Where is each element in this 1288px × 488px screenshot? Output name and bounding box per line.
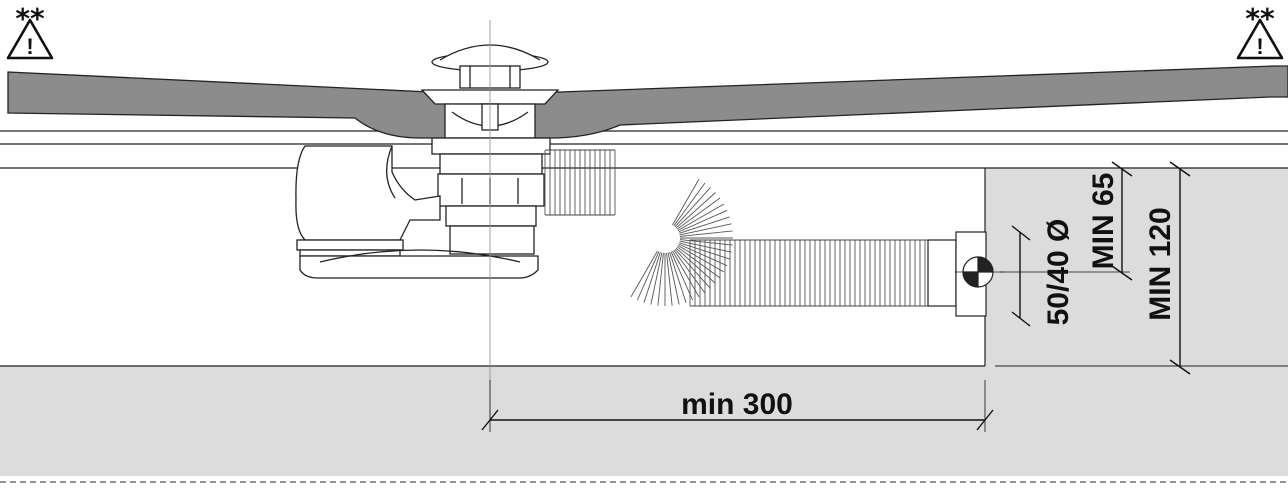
drain-thread <box>437 173 545 207</box>
floor-slab <box>0 366 1288 476</box>
warning-left: ** ! <box>6 2 54 60</box>
trap-band <box>296 239 404 251</box>
flexible-hose <box>544 149 928 307</box>
wall-block <box>985 168 1288 366</box>
dimension-min-65: MIN 65 <box>1087 173 1120 270</box>
dimension-pipe-diameter <box>1011 225 1031 327</box>
dimension-min-300: min 300 <box>681 388 793 421</box>
warning-left-mark: ! <box>26 34 33 59</box>
warning-triangle-icon <box>1236 18 1284 60</box>
drain-nut <box>431 137 551 155</box>
warning-right: ** ! <box>1236 2 1284 60</box>
connector-sleeve <box>927 239 957 307</box>
dimension-horizontal <box>481 380 994 432</box>
trap-base <box>299 255 539 279</box>
floor-structure <box>0 167 1288 483</box>
trap-housing <box>295 145 441 241</box>
warning-right-mark: ! <box>1256 34 1263 59</box>
warning-triangle-icon <box>6 18 54 60</box>
dimension-min-120: MIN 120 <box>1144 207 1177 320</box>
dimension-min-65-lines <box>1000 161 1133 281</box>
wall-connector <box>927 231 1005 317</box>
dimension-min-120-lines <box>1169 161 1191 375</box>
drain-assembly <box>295 44 560 279</box>
shower-tray <box>7 65 1288 139</box>
